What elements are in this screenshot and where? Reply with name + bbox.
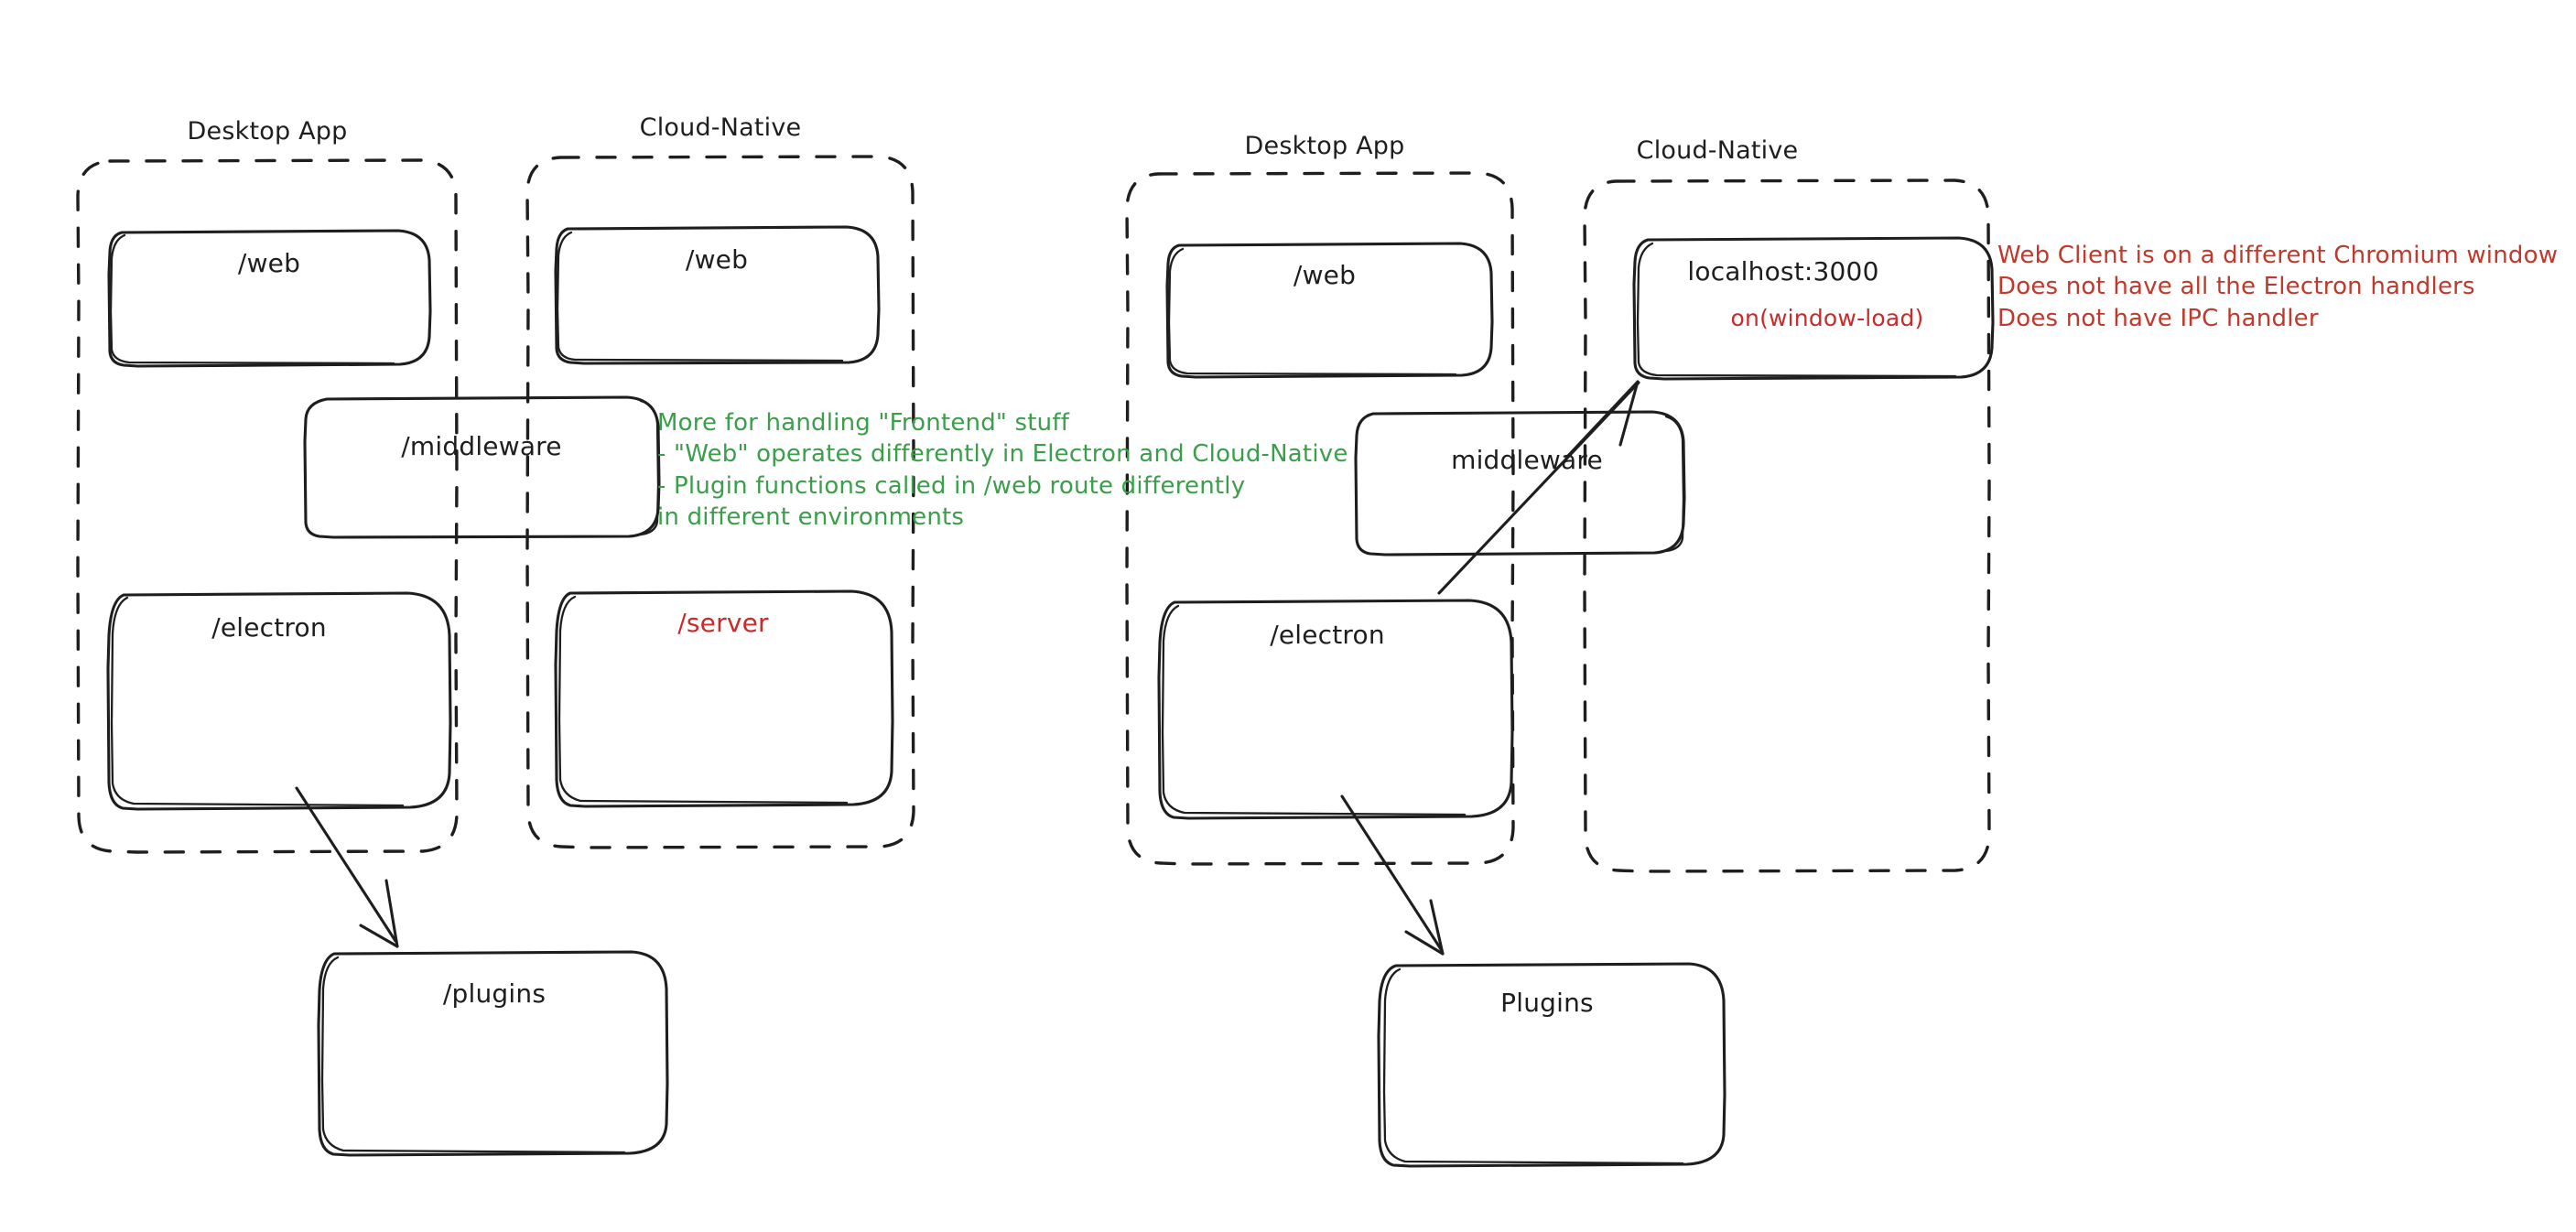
node-label-left-desktop-web: /web [237,248,301,278]
group-left-desktop-app [76,158,459,854]
arrow-left-electron-to-plugins [295,786,399,948]
node-right-localhost [1632,236,1995,381]
node-label-left-electron: /electron [211,612,327,643]
node-label-right-desktop-web: /web [1293,260,1357,290]
node-label-left-cloud-web: /web [685,244,749,275]
group-title-right-desktop-app: Desktop App [1244,132,1405,160]
node-right-electron [1157,599,1514,820]
node-left-cloud-web [554,225,881,365]
annotation-green-note: More for handling "Frontend" stuff - "We… [657,409,1348,531]
node-left-middleware [303,395,661,539]
node-right-middleware [1354,410,1686,557]
node-left-electron [106,591,452,811]
node-left-plugins [317,950,669,1157]
node-right-desktop-web [1165,242,1494,379]
node-label-right-localhost: localhost:3000 [1687,256,1879,286]
group-title-left-desktop-app: Desktop App [187,117,348,146]
node-label-left-middleware: /middleware [401,431,562,461]
node-left-desktop-web [107,229,432,368]
node-left-server [554,589,894,808]
group-title-left-cloud-native: Cloud-Native [639,113,802,142]
node-sublabel-right-localhost-on-window-load: on(window-load) [1730,305,1924,331]
node-right-plugins [1377,962,1726,1168]
node-label-left-plugins: /plugins [442,978,547,1009]
annotation-red-note: Web Client is on a different Chromium wi… [1997,242,2559,332]
node-label-right-middleware: middleware [1451,445,1603,475]
node-label-right-plugins: Plugins [1500,988,1594,1018]
arrow-right-electron-to-plugins [1340,794,1445,956]
arrow-right-electron-to-localhost [1437,380,1640,595]
node-label-right-electron: /electron [1270,620,1385,650]
group-title-right-cloud-native: Cloud-Native [1636,136,1799,165]
group-right-cloud-native [1583,178,1991,873]
node-label-left-server: /server [677,608,769,638]
